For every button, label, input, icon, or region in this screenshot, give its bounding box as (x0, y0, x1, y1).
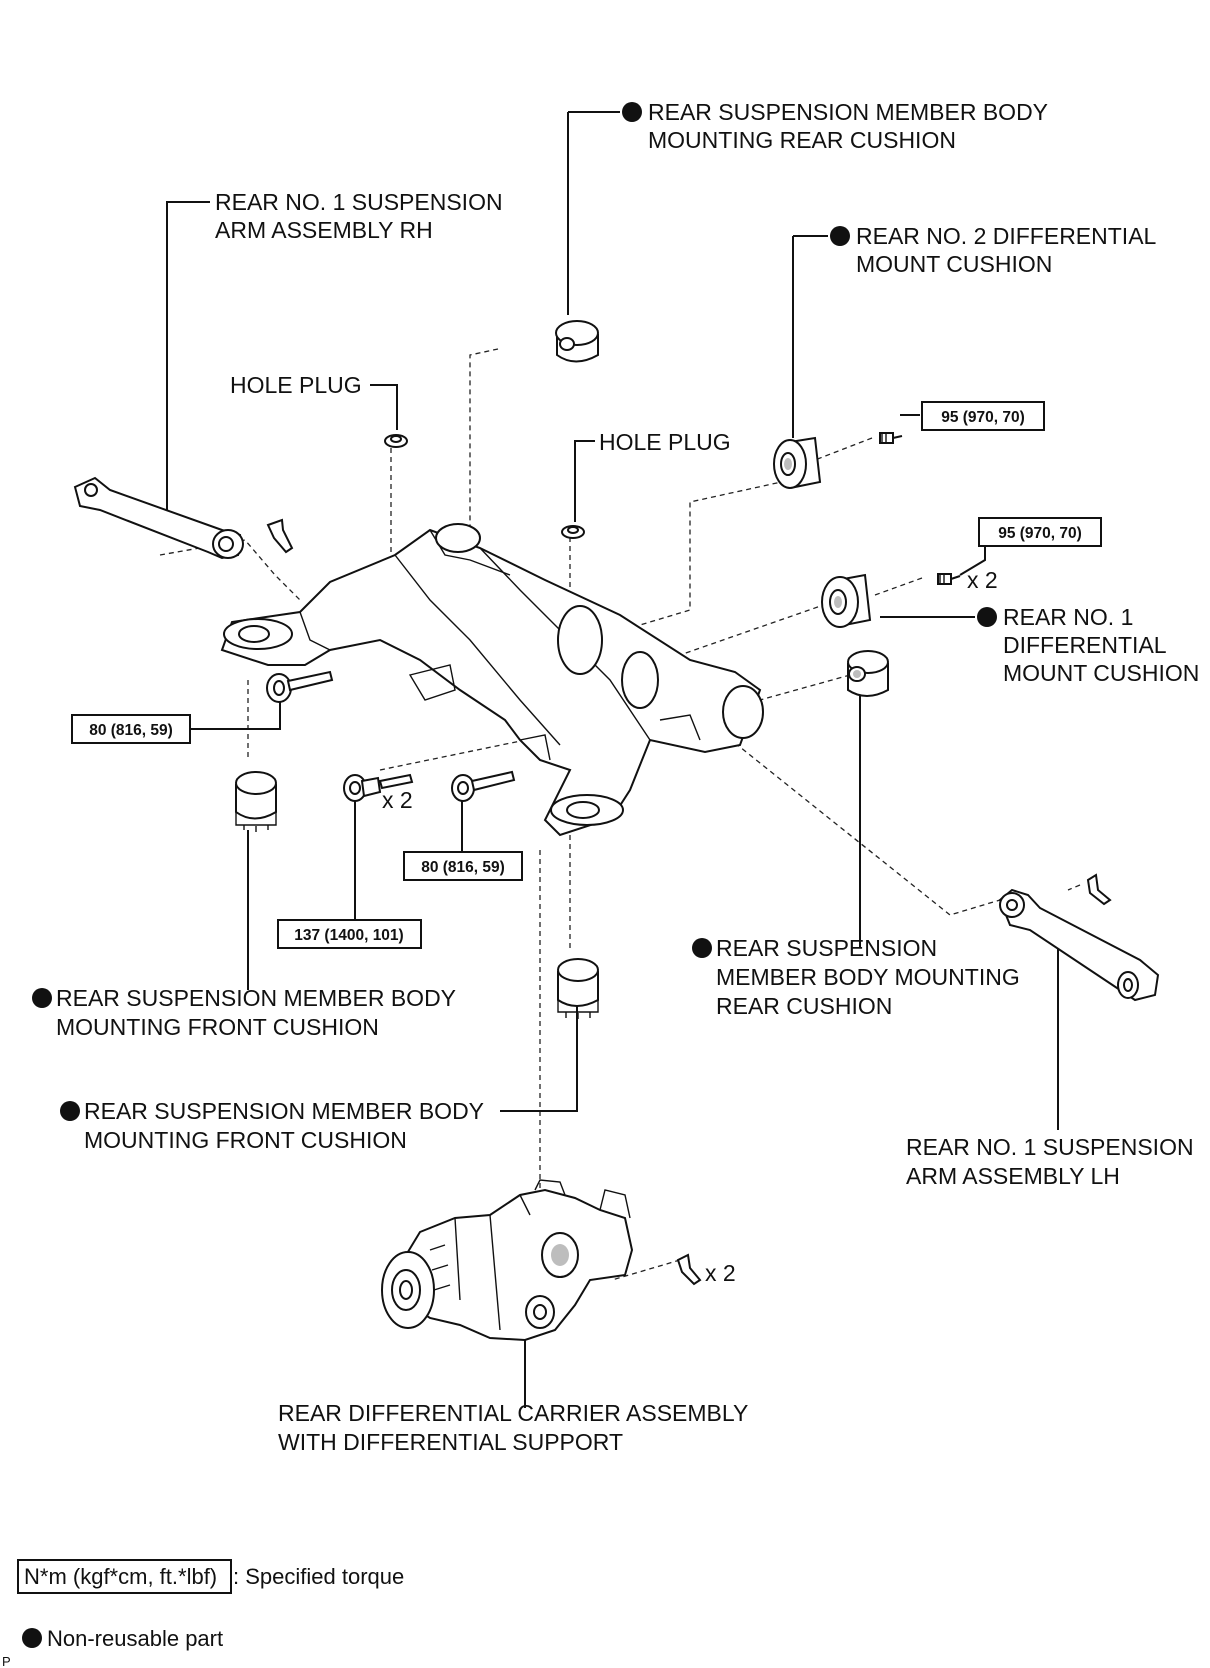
bolt-left (266, 670, 334, 703)
label-hole-plug-left: HOLE PLUG (230, 372, 362, 398)
label-arm-rh-line2: ARM ASSEMBLY RH (215, 217, 433, 243)
bolt-diff-mount-1 (937, 573, 961, 585)
leader-lines (166, 111, 1059, 1408)
label-arm-lh-line2: ARM ASSEMBLY LH (906, 1163, 1120, 1189)
label-rear-cushion-right-line2: MEMBER BODY MOUNTING (716, 964, 1020, 990)
label-diff-mount-1-line1: REAR NO. 1 (1003, 604, 1133, 630)
label-diff-carrier-line1: REAR DIFFERENTIAL CARRIER ASSEMBLY (278, 1400, 748, 1426)
qty-front-bolts: x 2 (382, 787, 413, 813)
quantity-marks: x 2 x 2 x 2 (382, 567, 998, 1286)
torque-left-bolt: 80 (816, 59) (89, 722, 173, 739)
bolt-center (451, 770, 516, 802)
label-diff-carrier-line2: WITH DIFFERENTIAL SUPPORT (278, 1429, 623, 1455)
diff-mount-cushion-2 (773, 436, 822, 489)
label-arm-lh-line1: REAR NO. 1 SUSPENSION (906, 1134, 1194, 1160)
legend: N*m (kgf*cm, ft.*lbf) : Specified torque… (17, 1559, 404, 1651)
hole-plug-left (384, 434, 408, 448)
bolt-diff-mount-2 (879, 432, 903, 444)
qty-carrier-nuts: x 2 (705, 1260, 736, 1286)
hole-plug-center (561, 525, 585, 539)
carrier-nut (676, 1253, 702, 1286)
suspension-arm-lh (998, 873, 1160, 1002)
label-rear-cushion-top-line2: MOUNTING REAR CUSHION (648, 127, 956, 153)
bolts-front (343, 773, 414, 802)
label-rear-cushion-right-line1: REAR SUSPENSION (716, 935, 937, 961)
label-hole-plug-center: HOLE PLUG (599, 429, 731, 455)
legend-torque-box-text: N*m (kgf*cm, ft.*lbf) (24, 1564, 217, 1589)
label-diff-mount-2-line2: MOUNT CUSHION (856, 251, 1052, 277)
rear-cushion-top (555, 320, 599, 363)
suspension-arm-rh (73, 476, 294, 560)
rear-suspension-member (220, 523, 764, 837)
label-front-cushion-center-line1: REAR SUSPENSION MEMBER BODY (84, 1098, 484, 1124)
label-arm-rh-line1: REAR NO. 1 SUSPENSION (215, 189, 503, 215)
torque-callouts: 95 (970, 70) 95 (970, 70) 80 (816, 59) 8… (71, 401, 1102, 949)
legend-nonreusable-text: Non-reusable part (47, 1626, 223, 1651)
label-rear-cushion-right-line3: REAR CUSHION (716, 993, 892, 1019)
label-front-cushion-center-line2: MOUNTING FRONT CUSHION (84, 1127, 407, 1153)
label-diff-mount-2-line1: REAR NO. 2 DIFFERENTIAL (856, 223, 1157, 249)
label-rear-cushion-top-line1: REAR SUSPENSION MEMBER BODY (648, 99, 1048, 125)
label-front-cushion-left-line2: MOUNTING FRONT CUSHION (56, 1014, 379, 1040)
front-cushion-center (557, 958, 599, 1019)
qty-diff-mount-1-bolt: x 2 (967, 567, 998, 593)
torque-front-bolts: 137 (1400, 101) (294, 927, 403, 944)
differential-carrier (381, 1179, 634, 1342)
callout-labels: REAR SUSPENSION MEMBER BODY MOUNTING REA… (32, 99, 1199, 1455)
front-cushion-left (235, 771, 277, 832)
torque-center-bolt: 80 (816, 59) (421, 859, 505, 876)
corner-mark: P (2, 1654, 11, 1668)
label-front-cushion-left-line1: REAR SUSPENSION MEMBER BODY (56, 985, 456, 1011)
legend-torque-text: : Specified torque (233, 1564, 404, 1589)
diff-mount-cushion-1 (821, 573, 872, 628)
torque-diff-mount-1: 95 (970, 70) (998, 525, 1082, 542)
rear-cushion-right (847, 650, 889, 697)
label-diff-mount-1-line3: MOUNT CUSHION (1003, 660, 1199, 686)
torque-diff-mount-2: 95 (970, 70) (941, 409, 1025, 426)
label-diff-mount-1-line2: DIFFERENTIAL (1003, 632, 1167, 658)
